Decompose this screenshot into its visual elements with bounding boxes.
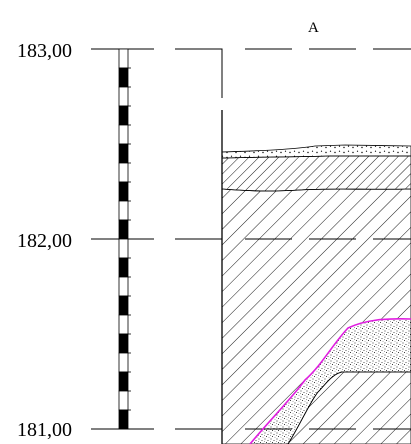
soil-profile bbox=[221, 110, 411, 444]
scale-segment bbox=[118, 200, 129, 221]
scale-segment bbox=[118, 238, 129, 259]
section-label: A bbox=[308, 20, 319, 36]
scale-segment bbox=[118, 314, 129, 335]
scale-segment bbox=[118, 409, 129, 430]
elevation-label-183: 183,00 bbox=[17, 40, 72, 62]
scale-segment bbox=[118, 371, 129, 392]
scale-segment bbox=[118, 105, 129, 126]
elevation-scale-bar bbox=[118, 48, 131, 430]
scale-segment bbox=[118, 48, 129, 69]
scale-segment bbox=[118, 86, 129, 107]
scale-segment bbox=[118, 276, 129, 297]
scale-segment bbox=[118, 257, 129, 278]
elevation-label-181: 181,00 bbox=[17, 419, 72, 441]
scale-segment bbox=[118, 162, 129, 183]
scale-segment bbox=[118, 124, 129, 145]
layer-boundary-line bbox=[249, 317, 411, 444]
scale-segment bbox=[118, 181, 129, 202]
scale-segment bbox=[118, 352, 129, 373]
elevation-label-182: 182,00 bbox=[17, 230, 72, 252]
surface-fill-layer bbox=[221, 144, 411, 159]
scale-segment bbox=[118, 390, 129, 411]
scale-segment bbox=[118, 333, 129, 354]
scale-segment bbox=[118, 219, 129, 240]
scale-segment bbox=[118, 295, 129, 316]
topsoil-layer bbox=[221, 155, 411, 192]
scale-segment bbox=[118, 67, 129, 88]
scale-segment bbox=[118, 143, 129, 164]
